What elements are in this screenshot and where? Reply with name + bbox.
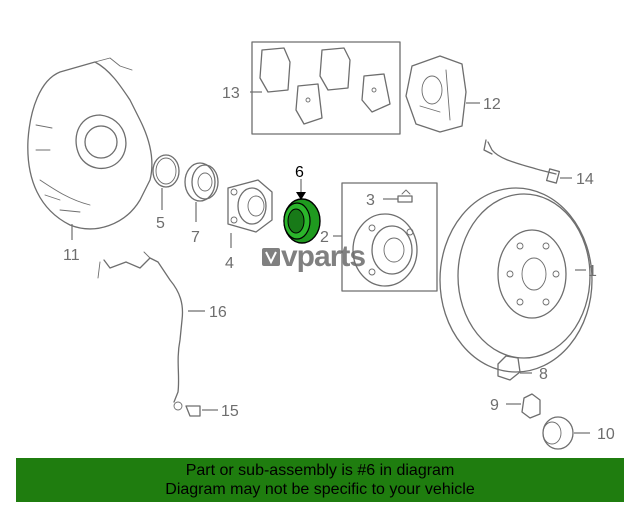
callout-11: 11 [63, 247, 80, 264]
callout-8: 8 [539, 366, 548, 383]
part-11-dust-shield [27, 57, 153, 230]
part-14-brake-hose [483, 139, 561, 184]
watermark-text: vparts [281, 240, 365, 273]
part-info-banner: Part or sub-assembly is #6 in diagram Di… [16, 458, 624, 502]
callout-12: 12 [483, 96, 501, 113]
callout-2: 2 [320, 229, 329, 246]
part-10-cap [542, 416, 574, 450]
part-16-abs-sensor-wire [97, 251, 184, 403]
part-1-brake-rotor [439, 187, 593, 373]
callout-14: 14 [576, 171, 594, 188]
callout-6-highlighted: 6 [295, 164, 304, 181]
callout-15: 15 [221, 403, 239, 420]
part-7-seal [184, 162, 219, 202]
callout-4: 4 [225, 255, 234, 272]
callout-3: 3 [366, 192, 375, 209]
callout-1: 1 [588, 263, 597, 280]
part-15-sensor-end [173, 401, 201, 417]
part-6-highlighted-seal [283, 198, 321, 244]
callout-5: 5 [156, 215, 165, 232]
callout-7: 7 [191, 229, 200, 246]
callout-16: 16 [209, 304, 227, 321]
part-9-nut [521, 393, 541, 419]
banner-line-1: Part or sub-assembly is #6 in diagram [185, 462, 455, 479]
callout-9: 9 [490, 397, 499, 414]
part-3-hub-bolt [397, 189, 413, 203]
callout-13: 13 [222, 85, 240, 102]
part-8-lug-nut [497, 355, 521, 381]
vparts-watermark: vparts [262, 240, 366, 273]
leader-lines [71, 91, 590, 434]
callout-10: 10 [597, 426, 615, 443]
part-5-o-ring [152, 154, 180, 188]
part-4-hub-bearing [227, 179, 273, 233]
banner-line-2: Diagram may not be specific to your vehi… [165, 481, 475, 498]
part-2-hub-assembly [341, 182, 438, 292]
part-12-caliper [405, 55, 467, 133]
part-13-brake-pads [251, 41, 401, 135]
